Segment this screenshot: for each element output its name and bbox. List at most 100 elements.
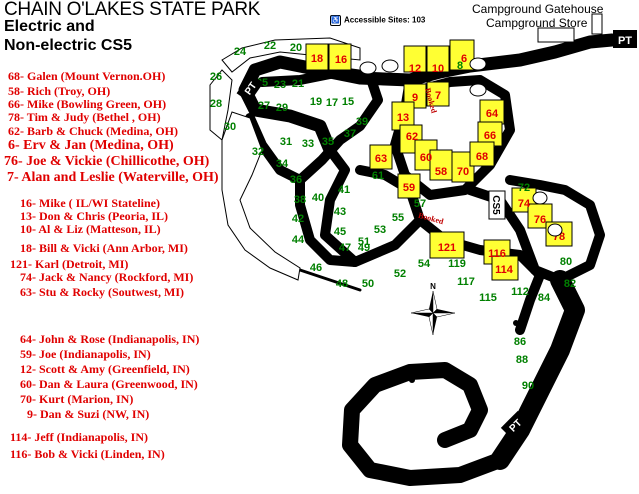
open-site-number: 31 <box>280 136 292 148</box>
roster-entry: 6- Erv & Jan (Medina, OH) <box>8 138 174 153</box>
booked-site-number: 60 <box>420 152 432 164</box>
roster-entry: 13- Don & Chris (Peoria, IL) <box>20 209 168 223</box>
gatehouse-building <box>591 13 603 35</box>
open-site-number: 119 <box>448 258 466 270</box>
open-site-number: 8 <box>457 60 463 72</box>
open-site-number: 44 <box>292 234 305 246</box>
booked-site-number: 66 <box>484 130 496 142</box>
roster-entry: 63- Stu & Rocky (Soutwest, MI) <box>20 285 184 299</box>
open-site-number: 26 <box>210 71 222 83</box>
compass-rose-icon: N <box>410 282 456 336</box>
east-upper-loop-road <box>390 75 515 200</box>
restroom-markers <box>355 81 519 383</box>
roster-entry: 60- Dan & Laura (Greenwood, IN) <box>20 377 198 391</box>
roster-entry: 114- Jeff (Indianapolis, IN) <box>10 430 149 444</box>
open-site-number: 42 <box>292 213 304 225</box>
roster-entry: 59- Joe (Indianapolis, IN) <box>20 347 151 361</box>
open-site-number: 72 <box>518 182 530 194</box>
roster-entry: 76- Joe & Vickie (Chillicothe, OH) <box>4 154 210 169</box>
open-site-number: 39 <box>356 116 368 128</box>
booked-site-number: 74 <box>518 198 531 210</box>
pt-marker-top: PT <box>613 30 637 48</box>
open-site-number: 34 <box>276 158 289 170</box>
open-site-number: 35 <box>322 136 334 148</box>
open-site-number: 36 <box>290 174 302 186</box>
open-site-number: 20 <box>290 42 302 54</box>
open-site-number: 86 <box>514 336 526 348</box>
open-site-number: 24 <box>234 46 247 58</box>
south-spiral-road <box>342 362 508 486</box>
open-site-number: 43 <box>334 206 346 218</box>
booked-site-number: 6 <box>461 53 467 65</box>
accessible-sites-text: Accessible Sites: 103 <box>344 15 426 25</box>
open-site-number: 27 <box>258 100 270 112</box>
roster-entry: 12- Scott & Amy (Greenfield, IN) <box>20 362 190 376</box>
open-site-number: 49 <box>358 242 370 254</box>
roster-entry: 64- John & Rose (Indianapolis, IN) <box>20 332 200 346</box>
open-site-number: 30 <box>224 121 236 133</box>
open-site-number: 32 <box>252 146 264 158</box>
booked-site-number: 18 <box>311 53 323 65</box>
open-site-number: 19 <box>310 96 322 108</box>
open-site-number: 33 <box>302 138 314 150</box>
booked-site-number: 16 <box>335 54 347 66</box>
pt-marker-west: PT <box>236 73 264 103</box>
open-site-number: 117 <box>457 276 475 288</box>
open-site-number: 50 <box>362 278 374 290</box>
booked-site-number: 10 <box>432 63 444 75</box>
southeast-trunk <box>490 270 585 470</box>
open-site-number: 41 <box>338 184 350 196</box>
booked-site-number: 68 <box>476 151 488 163</box>
booked-site-number: 7 <box>435 90 441 102</box>
open-site-number: 52 <box>394 268 406 280</box>
open-site-number: 47 <box>339 242 351 254</box>
open-site-number: 38 <box>294 194 306 206</box>
open-site-number: 55 <box>392 212 404 224</box>
booked-site-number: 59 <box>403 182 415 194</box>
east-lower-loop-road <box>465 175 605 285</box>
subtitle-nonelectric: Non-electric CS5 <box>4 37 133 54</box>
open-site-number: 84 <box>538 292 551 304</box>
open-site-number: 28 <box>210 98 222 110</box>
open-site-number: 40 <box>312 192 324 204</box>
open-site-number: 21 <box>292 78 304 90</box>
open-site-number: 112 <box>511 286 529 298</box>
open-site-number: 15 <box>342 96 354 108</box>
booked-site-number: 116 <box>488 248 506 260</box>
roster-entry: 10- Al & Liz (Matteson, IL) <box>20 222 161 236</box>
roster-entry: 66- Mike (Bowling Green, OH) <box>8 97 167 111</box>
gatehouse-label: Campground Gatehouse <box>472 2 604 16</box>
booked-site-number: 114 <box>495 264 514 276</box>
park-name-title: CHAIN O'LAKES STATE PARK <box>4 0 261 20</box>
roster-entry: 7- Alan and Leslie (Waterville, OH) <box>7 170 219 185</box>
open-site-number: 61 <box>372 170 384 182</box>
booked-site-number: 64 <box>486 108 499 120</box>
roster-entry: 62- Barb & Chuck (Medina, OH) <box>8 124 179 138</box>
open-site-number: 115 <box>479 292 497 304</box>
open-site-number: 88 <box>516 354 528 366</box>
roster-entry: 58- Rich (Troy, OH) <box>8 84 111 98</box>
open-site-number: 22 <box>264 40 276 52</box>
booked-site-number: 70 <box>457 166 469 178</box>
booked-site-number: 62 <box>406 131 418 143</box>
accessible-sites-note: ♿Accessible Sites: 103 <box>330 15 425 26</box>
open-site-number: 17 <box>326 97 338 109</box>
store-label: Campground Store <box>486 16 588 30</box>
open-site-number: 37 <box>344 128 356 140</box>
roster-entry: 9- Dan & Suzi (NW, IN) <box>27 407 150 421</box>
roster-entry: 74- Jack & Nancy (Rockford, MI) <box>20 270 194 284</box>
wheelchair-icon: ♿ <box>330 15 341 26</box>
roster-entry: 70- Kurt (Marion, IN) <box>20 392 134 406</box>
cs5-marker: CS5 <box>488 190 506 220</box>
subtitle-electric: Electric and <box>4 18 95 35</box>
open-site-number: 57 <box>414 198 426 210</box>
open-site-number: 53 <box>374 224 386 236</box>
west-loop-road <box>245 113 360 267</box>
open-site-number: 82 <box>564 278 576 290</box>
compass-n-label: N <box>430 282 436 291</box>
roster-entry: 121- Karl (Detroit, MI) <box>10 257 129 271</box>
lake-ovals <box>359 57 563 237</box>
open-site-number: 46 <box>310 262 322 274</box>
